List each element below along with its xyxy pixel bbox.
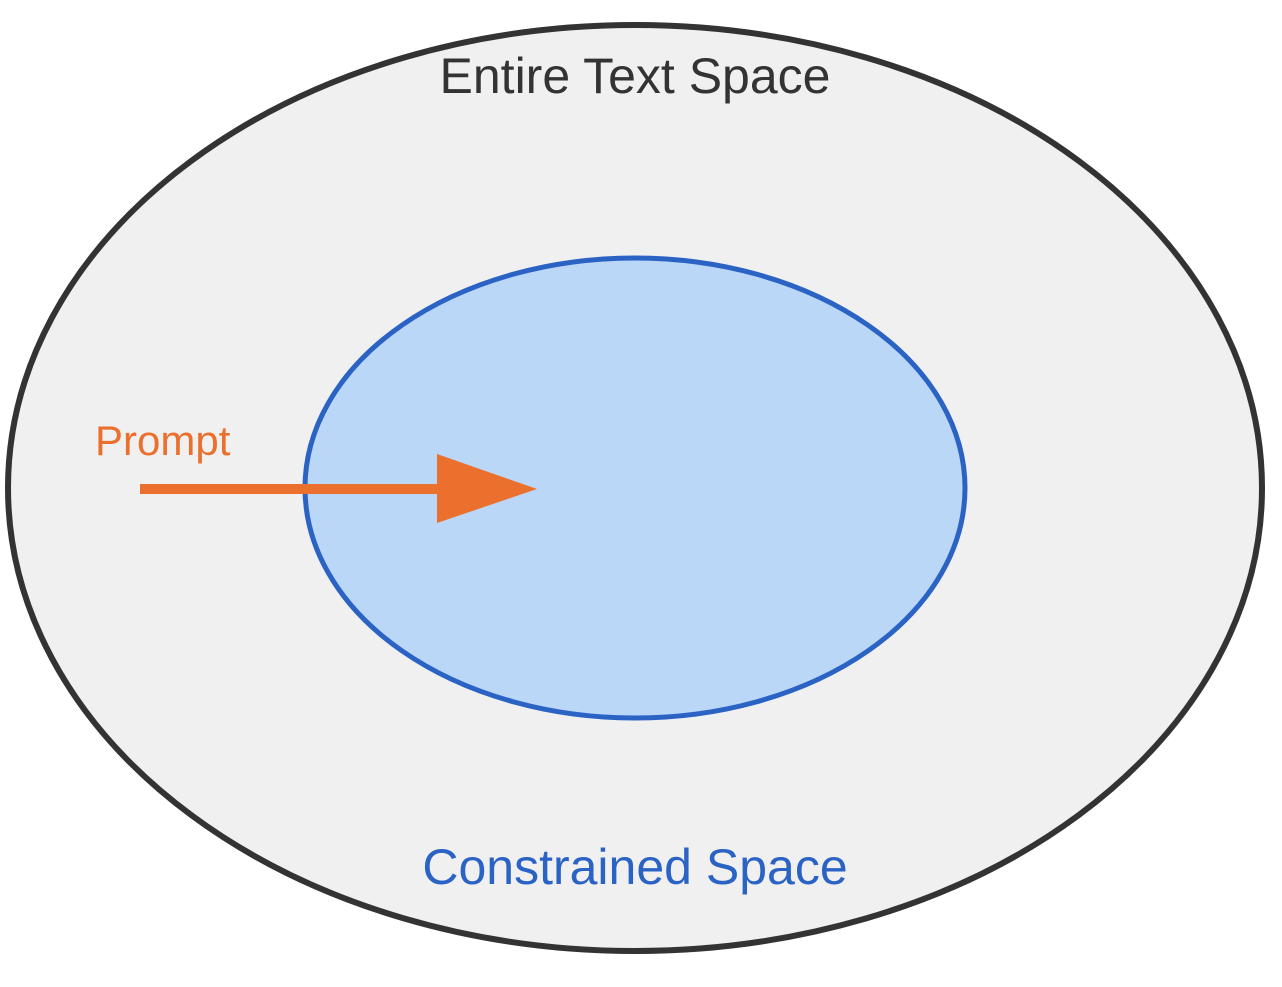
- constrained-space-label: Constrained Space: [422, 839, 848, 895]
- prompt-arrow-head: [437, 454, 537, 523]
- entire-text-space-label: Entire Text Space: [439, 48, 831, 104]
- prompt-label: Prompt: [95, 417, 231, 464]
